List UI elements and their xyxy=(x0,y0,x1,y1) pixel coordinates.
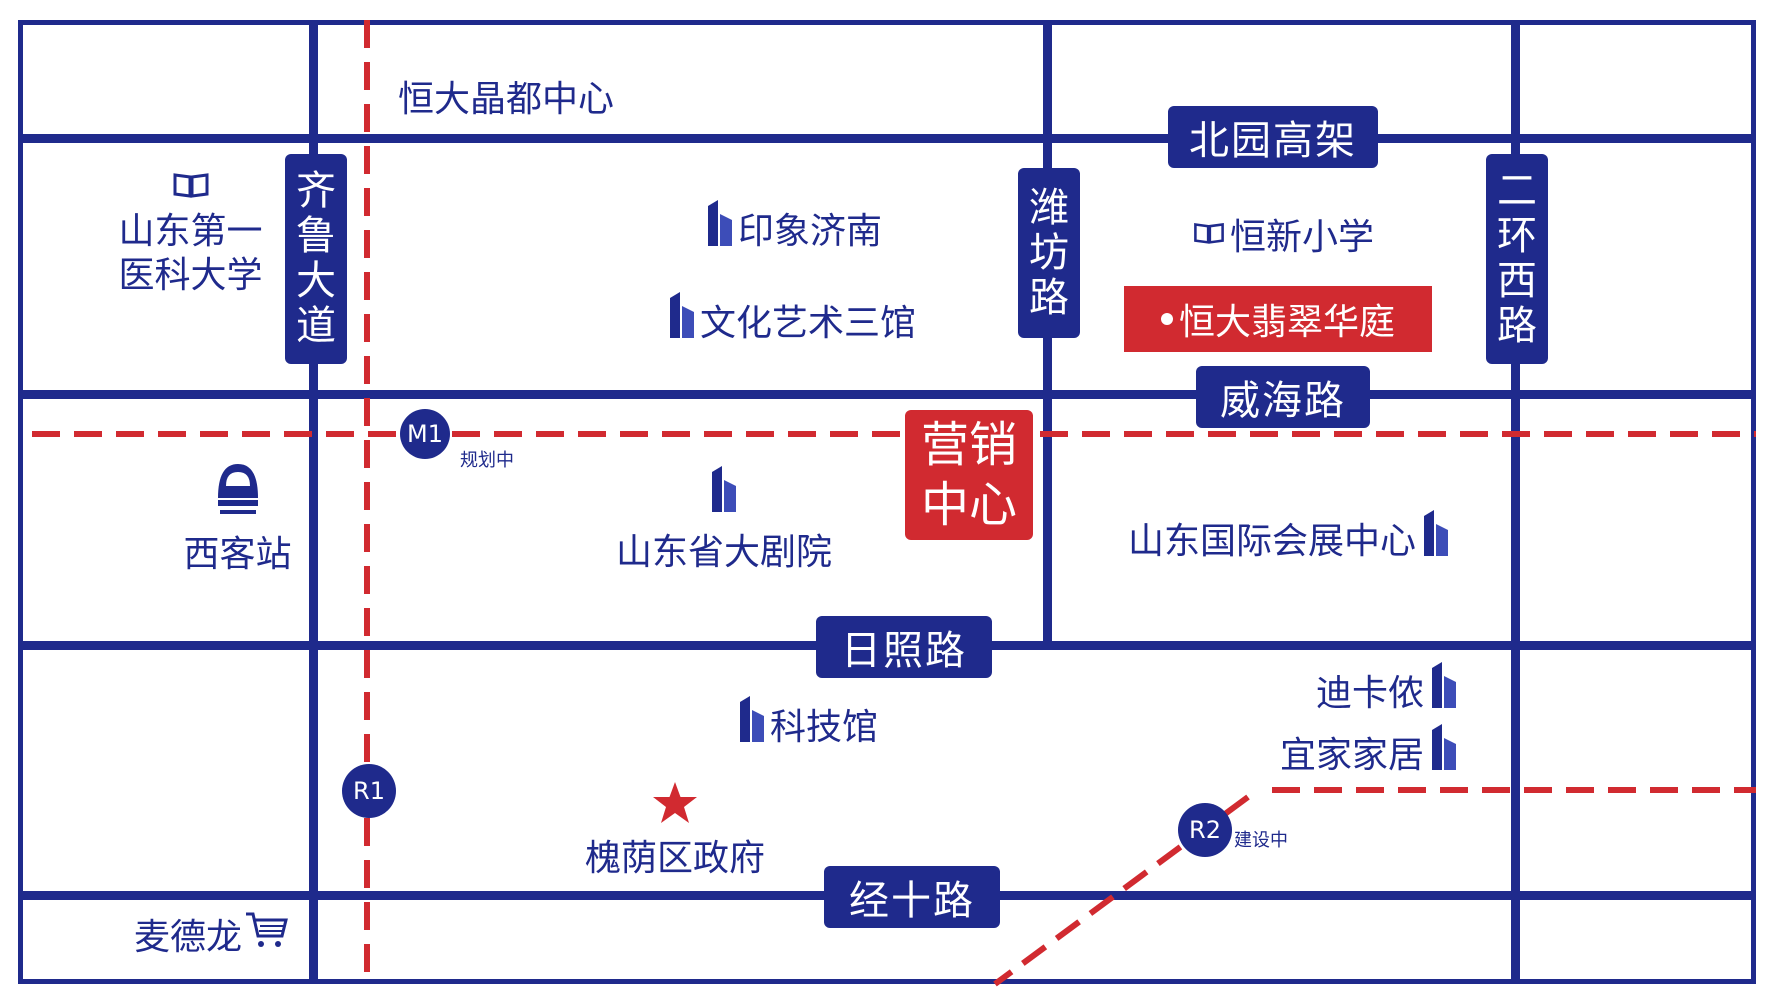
poi-juyuan: 山东省大剧院 xyxy=(604,466,844,575)
poi-hengxin: 恒新小学 xyxy=(1192,208,1374,260)
building-icon xyxy=(1422,510,1450,565)
building-icon xyxy=(738,696,766,751)
metro-station-r2: R2 xyxy=(1178,803,1232,857)
poi-maidelong: 麦德龙 xyxy=(134,908,288,960)
poi-dikanong-label: 迪卡侬 xyxy=(1316,672,1425,714)
label-erhuanxi-char: 环 xyxy=(1497,213,1537,259)
poi-sdyk-line2: 医科大学 xyxy=(118,255,263,296)
label-weifang-char: 路 xyxy=(1029,274,1069,321)
road-weihai xyxy=(18,390,1756,399)
road-beiyuan xyxy=(18,134,1756,143)
building-icon xyxy=(604,466,844,523)
poi-yinxiang-label: 印象济南 xyxy=(738,210,883,252)
poi-hengda-jingdu: 恒大晶都中心 xyxy=(398,79,615,120)
poi-yijia-label: 宜家家居 xyxy=(1280,734,1425,776)
book-icon xyxy=(1192,214,1226,255)
bullet-icon xyxy=(1160,313,1173,325)
label-qilu: 齐 鲁 大 道 xyxy=(285,154,347,364)
label-erhuanxi-char: 西 xyxy=(1497,258,1537,304)
poi-huizhan: 山东国际会展中心 xyxy=(1128,510,1454,565)
poi-yinxiang: 印象济南 xyxy=(706,200,882,255)
label-beiyuan: 北园高架 xyxy=(1168,106,1378,168)
label-erhuanxi-char: 路 xyxy=(1497,303,1537,349)
label-qilu-char: 鲁 xyxy=(296,213,336,259)
poi-huaiyin-label: 槐荫区政府 xyxy=(584,838,765,879)
label-weifang: 潍 坊 路 xyxy=(1018,168,1080,338)
building-icon xyxy=(706,200,734,255)
label-rizhao: 日照路 xyxy=(816,616,992,678)
poi-juyuan-label: 山东省大剧院 xyxy=(615,532,832,573)
label-weifang-char: 坊 xyxy=(1029,229,1069,276)
metro-station-r1: R1 xyxy=(342,764,396,818)
label-qilu-char: 齐 xyxy=(296,168,336,214)
poi-xikezhan-label: 西客站 xyxy=(183,534,292,575)
poi-sdyk-line1: 山东第一 xyxy=(118,211,263,252)
label-weifang-char: 潍 xyxy=(1029,184,1069,231)
poi-hengda-feicui: 恒大翡翠华庭 xyxy=(1124,286,1432,352)
poi-sdyk: 山东第一 医科大学 xyxy=(108,166,273,298)
metro-station-m1: M1 xyxy=(400,409,450,459)
poi-huizhan-label: 山东国际会展中心 xyxy=(1128,520,1417,562)
label-jingshi: 经十路 xyxy=(824,866,1000,928)
label-erhuanxi-char: 二 xyxy=(1497,168,1537,214)
poi-dikanong: 迪卡侬 xyxy=(1316,662,1462,717)
book-icon xyxy=(108,166,273,210)
poi-hengda-feicui-label: 恒大翡翠华庭 xyxy=(1178,302,1395,343)
poi-hengxin-label: 恒新小学 xyxy=(1230,217,1375,258)
poi-huaiyin: 槐荫区政府 xyxy=(570,780,780,881)
poi-maidelong-label: 麦德龙 xyxy=(134,917,243,958)
metro-m1-note: 规划中 xyxy=(460,450,514,471)
metro-r2-note: 建设中 xyxy=(1234,830,1288,851)
label-qilu-char: 道 xyxy=(296,303,336,349)
road-qilu xyxy=(309,20,318,984)
poi-wenhua: 文化艺术三馆 xyxy=(668,292,916,347)
building-icon xyxy=(668,292,696,347)
poi-yijia: 宜家家居 xyxy=(1280,724,1462,779)
sales-center-line2: 中心 xyxy=(920,477,1017,533)
star-icon xyxy=(570,780,780,837)
poi-xikezhan: 西客站 xyxy=(170,458,305,577)
train-icon xyxy=(170,458,305,529)
road-erhuanxi xyxy=(1511,20,1520,984)
label-erhuanxi: 二 环 西 路 xyxy=(1486,154,1548,364)
label-qilu-char: 大 xyxy=(296,258,336,304)
poi-kejiguan: 科技馆 xyxy=(738,696,878,751)
map-frame xyxy=(18,20,1756,984)
sales-center-line1: 营销 xyxy=(920,417,1017,473)
label-weihai: 威海路 xyxy=(1196,366,1370,428)
poi-wenhua-label: 文化艺术三馆 xyxy=(700,302,917,344)
shopping-cart-icon xyxy=(244,910,288,959)
sales-center: 营销 中心 xyxy=(905,410,1033,540)
building-icon xyxy=(1430,662,1458,717)
building-icon xyxy=(1430,724,1458,779)
poi-kejiguan-label: 科技馆 xyxy=(770,706,879,748)
